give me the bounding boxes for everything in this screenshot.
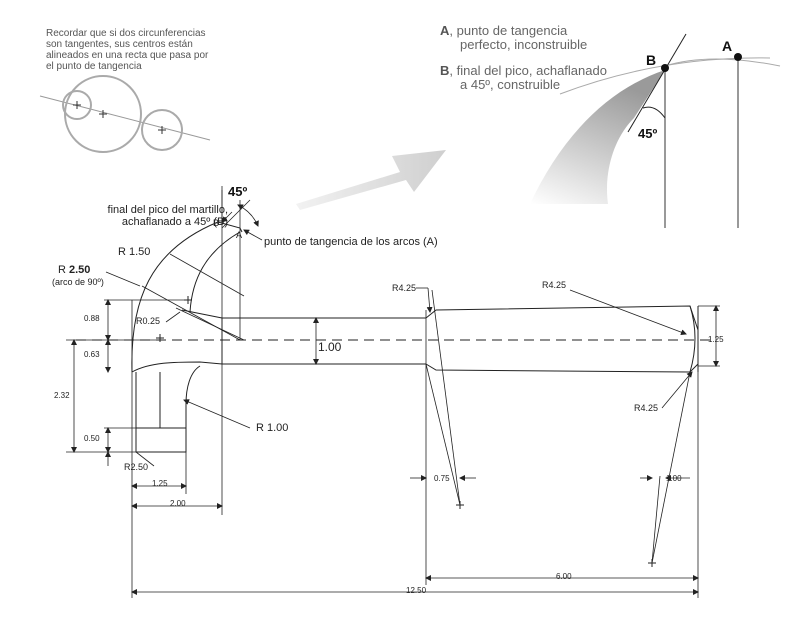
dim-125-right: 1.25 — [708, 335, 724, 344]
dim-050: 0.50 — [84, 434, 100, 443]
detail-view — [530, 33, 781, 228]
dim-200: 2.00 — [170, 499, 186, 508]
dimension-lines — [71, 299, 719, 595]
dim-232: 2.32 — [54, 391, 70, 400]
note-line-4: el punto de tangencia — [46, 61, 142, 72]
note-line-2: son tangentes, sus centros están — [46, 39, 193, 50]
dim-075: 0.75 — [434, 474, 450, 483]
dim-1250: 12.50 — [406, 586, 427, 595]
legend-a-letter: A — [440, 23, 450, 38]
detail-angle: 45º — [638, 126, 658, 141]
r250-value: 2.50 — [69, 264, 91, 276]
radius-leaders — [105, 186, 693, 564]
note-line-3: alineados en una recta que pasa por — [46, 50, 209, 61]
legend-b-letter: B — [440, 63, 450, 78]
legend-a: A, punto de tangencia perfecto, inconstr… — [440, 24, 587, 52]
pointer-arrow — [296, 150, 446, 210]
r150-label: R 1.50 — [118, 246, 151, 258]
r425-label-c: R4.25 — [634, 403, 659, 413]
hammer-outline — [131, 221, 699, 453]
r425-label-a: R4.25 — [392, 283, 417, 293]
r425-label-b: R4.25 — [542, 280, 567, 290]
detail-point-b: B — [646, 52, 657, 68]
dim-063: 0.63 — [84, 350, 100, 359]
legend-a-text-1: , punto de tangencia — [449, 23, 568, 38]
dim-600: 6.00 — [556, 572, 572, 581]
detail-point-a: A — [722, 38, 733, 54]
extension-lines — [66, 190, 720, 598]
center-marks — [156, 296, 656, 567]
legend-b: B, final del pico, achaflanado a 45º, co… — [440, 64, 607, 92]
legend-a-text-2: perfecto, inconstruible — [460, 37, 588, 52]
final-pico-label: final del pico del martillo, achaflanado… — [50, 204, 228, 228]
dim-125-left: 1.25 — [152, 479, 168, 488]
r250b-label: R2.50 — [124, 462, 149, 472]
dim-088: 0.88 — [84, 314, 100, 323]
tangencia-label: punto de tangencia de los arcos (A) — [264, 236, 438, 248]
legend-b-text-1: , final del pico, achaflanado — [449, 63, 607, 78]
r100-label: R 1.00 — [256, 422, 289, 434]
angle-45-label: 45º — [228, 184, 248, 199]
tangent-circles-sketch — [39, 75, 211, 153]
note-line-1: Recordar que si dos circunferencias — [46, 28, 206, 39]
legend-b-text-2: a 45º, construible — [460, 77, 561, 92]
r250-prefix: R — [58, 264, 69, 276]
final-pico-line-1: final del pico del martillo, — [107, 204, 228, 216]
r025-label: R0.25 — [136, 316, 161, 326]
point-a-label: A — [236, 230, 243, 240]
r250-label: R 2.50 — [58, 264, 90, 276]
dim-100-center: 1.00 — [318, 340, 342, 354]
point-b-label: B — [213, 218, 220, 228]
final-pico-line-2: achaflanado a 45º (B) — [121, 216, 228, 228]
tangent-note: Recordar que si dos circunferencias son … — [46, 28, 208, 72]
r250-sub: (arco de 90º) — [52, 277, 104, 287]
dim-100-right: 1.00 — [666, 474, 682, 483]
